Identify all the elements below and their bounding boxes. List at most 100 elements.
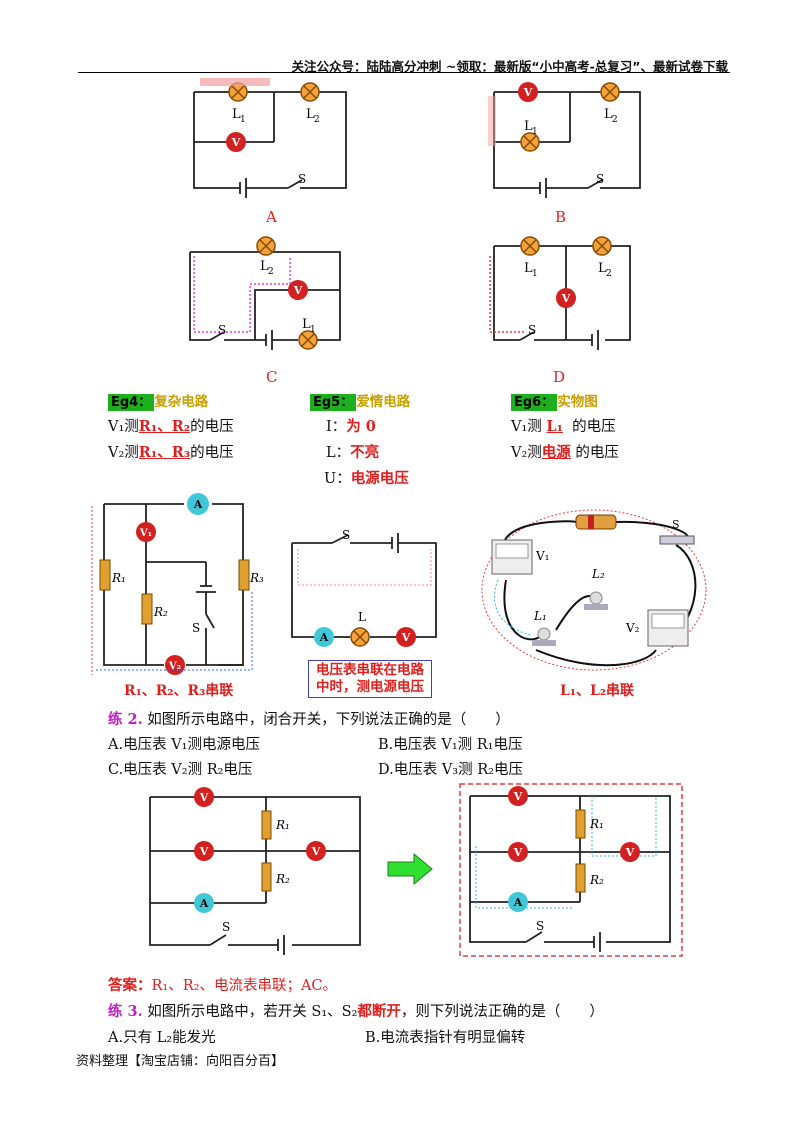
svg-text:L: L bbox=[358, 610, 366, 624]
ex2-answer-label: 答案： bbox=[108, 977, 152, 994]
ex3-question-line: 练 3. 如图所示电路中，若开关 S₁、S₂都断开，则下列说法正确的是（ ） bbox=[108, 1000, 604, 1021]
svg-text:R₃: R₃ bbox=[249, 571, 263, 585]
svg-text:V: V bbox=[293, 284, 303, 297]
eg5-i-line: I：为 0 bbox=[326, 415, 376, 436]
page-footer: 资料整理【淘宝店铺：向阳百分百】 bbox=[76, 1054, 285, 1069]
ex2-question-line: 练 2. 如图所示电路中，闭合开关，下列说法正确的是（ ） bbox=[108, 708, 510, 729]
circuit-eg5: A V L S bbox=[291, 528, 437, 647]
svg-text:V: V bbox=[401, 631, 411, 644]
eg5-title: 爱情电路 bbox=[356, 394, 411, 410]
svg-text:L: L bbox=[604, 107, 613, 122]
svg-text:V: V bbox=[311, 845, 321, 858]
battery-pack bbox=[575, 514, 617, 530]
eg5-heading: Eg5：爱情电路 bbox=[310, 390, 411, 411]
svg-text:2: 2 bbox=[268, 267, 274, 277]
svg-text:1: 1 bbox=[240, 115, 246, 125]
svg-text:R₁: R₁ bbox=[111, 571, 126, 585]
svg-text:S: S bbox=[672, 518, 680, 531]
label-b: B bbox=[555, 208, 567, 226]
eg6-heading: Eg6：实物图 bbox=[511, 390, 598, 411]
meter-v2 bbox=[647, 609, 689, 647]
label-d: D bbox=[553, 368, 566, 386]
eg6-v1-line: V₁测 L₁ 的电压 bbox=[511, 415, 616, 436]
ex3-question-post: ，则下列说法正确的是（ ） bbox=[400, 1004, 604, 1020]
svg-text:V: V bbox=[523, 86, 533, 99]
svg-text:V₁: V₁ bbox=[535, 549, 549, 563]
meter-v1 bbox=[491, 539, 533, 575]
ex2-answer-line: 答案：R₁、R₂、电流表串联；AC。 bbox=[108, 974, 337, 995]
svg-text:1: 1 bbox=[310, 325, 316, 335]
label-c: C bbox=[266, 368, 278, 386]
eg4-tag: Eg4： bbox=[108, 394, 155, 411]
svg-text:1: 1 bbox=[532, 269, 538, 279]
header-rule bbox=[78, 72, 730, 73]
eg4-v2-line: V₂测R₁、R₃的电压 bbox=[108, 441, 234, 462]
eg6-v2-post: 的电压 bbox=[575, 445, 619, 461]
eg5-note-line2: 中时，测电源电压 bbox=[316, 679, 424, 695]
svg-text:R₂: R₂ bbox=[153, 605, 168, 619]
eg6-v1-post: 的电压 bbox=[572, 419, 616, 435]
ex2-label: 练 2. bbox=[108, 711, 143, 728]
svg-text:S: S bbox=[298, 172, 306, 186]
eg5-l-answer: 不亮 bbox=[350, 444, 380, 461]
svg-text:V: V bbox=[625, 846, 635, 859]
svg-text:S: S bbox=[536, 919, 544, 933]
eg6-v2-pre: V₂测 bbox=[511, 445, 542, 461]
svg-text:A: A bbox=[193, 498, 203, 511]
eg4-title: 复杂电路 bbox=[154, 394, 209, 410]
svg-text:L₂: L₂ bbox=[591, 567, 605, 581]
eg5-note-line1: 电压表串联在电路 bbox=[316, 662, 424, 678]
eg6-title: 实物图 bbox=[557, 394, 598, 410]
svg-text:V: V bbox=[199, 845, 209, 858]
svg-text:A: A bbox=[319, 631, 329, 644]
svg-text:S: S bbox=[342, 528, 350, 542]
svg-text:R₂: R₂ bbox=[589, 873, 604, 887]
svg-text:V₂: V₂ bbox=[625, 621, 640, 635]
svg-text:S: S bbox=[596, 172, 604, 186]
eg5-tag: Eg5： bbox=[310, 394, 357, 411]
svg-text:V₂: V₂ bbox=[168, 661, 181, 672]
svg-text:L: L bbox=[598, 261, 607, 276]
eg6-v1-pre: V₁测 bbox=[511, 419, 542, 435]
svg-text:R₂: R₂ bbox=[275, 872, 290, 886]
svg-text:V: V bbox=[199, 791, 209, 804]
svg-text:V: V bbox=[513, 790, 523, 803]
eg5-u-line: U：电源电压 bbox=[324, 467, 409, 488]
ex3-option-b: B.电流表指针有明显偏转 bbox=[365, 1030, 526, 1046]
circuit-eg6: S V₁ V₂ L₂ L₁ bbox=[481, 509, 707, 671]
ex3-question-pre: 如图所示电路中，若开关 S₁、S₂ bbox=[147, 1004, 358, 1020]
eg4-caption: R₁、R₂、R₃串联 bbox=[124, 683, 234, 699]
eg5-u-pre: U： bbox=[324, 471, 351, 487]
eg4-v1-post: 的电压 bbox=[190, 419, 234, 435]
label-a: A bbox=[266, 208, 277, 226]
arrow-icon bbox=[387, 852, 433, 886]
circuit-ex2-left: V V V A R₁ R₂ S bbox=[149, 787, 361, 955]
svg-text:R₁: R₁ bbox=[589, 817, 604, 831]
svg-text:A: A bbox=[513, 896, 523, 909]
svg-text:L: L bbox=[306, 107, 315, 122]
eg4-v1-line: V₁测R₁、R₂的电压 bbox=[108, 415, 234, 436]
ex2-option-b: B.电压表 V₁测 R₁电压 bbox=[378, 737, 523, 753]
svg-text:2: 2 bbox=[612, 115, 618, 125]
bulb-l2 bbox=[584, 591, 608, 610]
ex2-answer: R₁、R₂、电流表串联；AC。 bbox=[151, 978, 338, 994]
svg-text:2: 2 bbox=[606, 269, 612, 279]
switch-s bbox=[659, 535, 695, 545]
circuit-ex2-right: V V V A R₁ R₂ S bbox=[459, 783, 683, 957]
svg-text:L: L bbox=[524, 119, 533, 134]
svg-text:L: L bbox=[260, 259, 269, 274]
svg-text:L₁: L₁ bbox=[533, 609, 547, 623]
eg6-v1-answer: L₁ bbox=[546, 418, 563, 435]
svg-text:L: L bbox=[524, 261, 533, 276]
ex2-option-d: D.电压表 V₃测 R₂电压 bbox=[378, 762, 523, 778]
eg4-v2-pre: V₂测 bbox=[108, 445, 139, 461]
svg-text:V: V bbox=[513, 846, 523, 859]
ex3-label: 练 3. bbox=[108, 1003, 143, 1020]
page-header: 关注公众号：陆陆高分冲刺 ~领取：最新版“小中高考-总复习”、最新试卷下载 bbox=[291, 59, 728, 74]
svg-text:1: 1 bbox=[532, 127, 538, 137]
svg-text:A: A bbox=[199, 897, 209, 910]
